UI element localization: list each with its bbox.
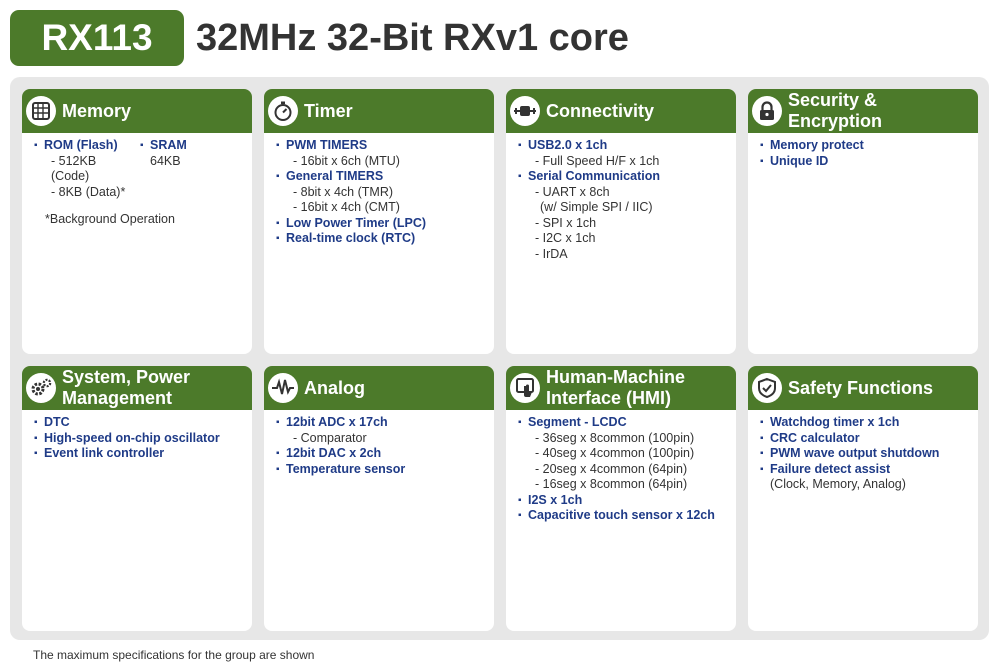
card-title: Security & Encryption — [788, 90, 883, 131]
card-header: Analog — [264, 366, 494, 410]
list-subitem: - IrDA — [535, 246, 568, 261]
list-subitem: - 20seg x 4common (64pin) — [535, 461, 688, 476]
list-item: DTC — [34, 415, 244, 431]
list-item: Memory protect — [760, 138, 970, 154]
shield-check-icon — [752, 373, 782, 403]
footnote-marker: *Background Operation — [45, 212, 175, 226]
card-header: Timer — [264, 89, 494, 133]
list-item: Capacitive touch sensor x 12ch — [518, 508, 728, 524]
list-item: Serial Communication — [518, 169, 728, 185]
list-subitem: - SPI x 1ch — [535, 215, 597, 230]
card-header: Security & Encryption — [748, 89, 978, 133]
card-timer: Timer PWM TIMERS - 16bit x 6ch (MTU) Gen… — [264, 89, 494, 354]
list-item: PWM wave output shutdown — [760, 446, 970, 462]
card-title: Timer — [304, 100, 353, 121]
card-memory: Memory ROM (Flash) - 512KB (Code) - 8KB … — [22, 89, 252, 354]
gears-icon — [26, 373, 56, 403]
list-item: CRC calculator — [760, 431, 970, 447]
list-item: Temperature sensor — [276, 462, 486, 478]
list-item: Low Power Timer (LPC) — [276, 216, 486, 232]
card-header: System, Power Management — [22, 366, 252, 410]
list-subitem: 64KB — [150, 153, 181, 168]
list-item: High-speed on-chip oscillator — [34, 431, 244, 447]
card-header: Safety Functions — [748, 366, 978, 410]
footnote: The maximum specifications for the group… — [33, 648, 315, 662]
list-item: ROM (Flash) — [34, 138, 129, 154]
card-title: Memory — [62, 100, 132, 121]
list-item: Unique ID — [760, 154, 970, 170]
list-subitem: - Comparator — [293, 430, 367, 445]
list-item: PWM TIMERS — [276, 138, 486, 154]
list-item: Real-time clock (RTC) — [276, 231, 486, 247]
list-item: USB2.0 x 1ch — [518, 138, 728, 154]
card-analog: Analog 12bit ADC x 17ch - Comparator 12b… — [264, 366, 494, 631]
list-subitem: - 8KB (Data)* — [51, 184, 126, 199]
padlock-icon — [752, 96, 782, 126]
list-subitem: - UART x 8ch — [535, 184, 610, 199]
card-header: Memory — [22, 89, 252, 133]
list-subitem: - Full Speed H/F x 1ch — [535, 153, 660, 168]
plug-icon — [510, 96, 540, 126]
list-item: Watchdog timer x 1ch — [760, 415, 970, 431]
list-subitem: - 40seg x 4common (100pin) — [535, 446, 695, 460]
list-item: 12bit ADC x 17ch — [276, 415, 486, 431]
list-subitem: (w/ Simple SPI / IIC) — [540, 200, 653, 214]
list-item: Event link controller — [34, 446, 244, 462]
card-safety: Safety Functions Watchdog timer x 1ch CR… — [748, 366, 978, 631]
card-system: System, Power Management DTC High-speed … — [22, 366, 252, 631]
list-item: Failure detect assist — [760, 462, 970, 478]
card-title: Safety Functions — [788, 377, 934, 398]
list-item: Segment - LCDC — [518, 415, 728, 431]
list-item: SRAM — [140, 138, 235, 154]
list-item: General TIMERS — [276, 169, 486, 185]
list-subitem: - 8bit x 4ch (TMR) — [293, 184, 394, 199]
card-title: Human-Machine Interface (HMI) — [546, 367, 686, 408]
card-security: Security & Encryption Memory protect Uni… — [748, 89, 978, 354]
card-connectivity: Connectivity USB2.0 x 1ch - Full Speed H… — [506, 89, 736, 354]
card-header: Connectivity — [506, 89, 736, 133]
list-subitem: - 16seg x 8common (64pin) — [535, 477, 688, 491]
product-badge: RX113 — [10, 10, 184, 66]
waveform-icon — [268, 373, 298, 403]
memory-chip-icon — [26, 96, 56, 126]
stopwatch-icon — [268, 96, 298, 126]
list-subitem: (Clock, Memory, Analog) — [770, 477, 906, 491]
list-subitem: - 512KB (Code) — [51, 153, 97, 184]
list-subitem: - 36seg x 8common (100pin) — [535, 430, 695, 445]
list-subitem: - I2C x 1ch — [535, 231, 596, 245]
list-subitem: - 16bit x 6ch (MTU) — [293, 153, 400, 168]
card-header: Human-Machine Interface (HMI) — [506, 366, 736, 410]
list-item: 12bit DAC x 2ch — [276, 446, 486, 462]
list-item: I2S x 1ch — [518, 493, 728, 509]
card-title: Connectivity — [546, 100, 655, 121]
card-title: Analog — [304, 377, 365, 398]
page-title: 32MHz 32-Bit RXv1 core — [196, 17, 629, 59]
list-subitem: - 16bit x 4ch (CMT) — [293, 200, 400, 214]
touch-screen-icon — [510, 373, 540, 403]
card-hmi: Human-Machine Interface (HMI) Segment - … — [506, 366, 736, 631]
card-title: System, Power Management — [62, 367, 191, 408]
